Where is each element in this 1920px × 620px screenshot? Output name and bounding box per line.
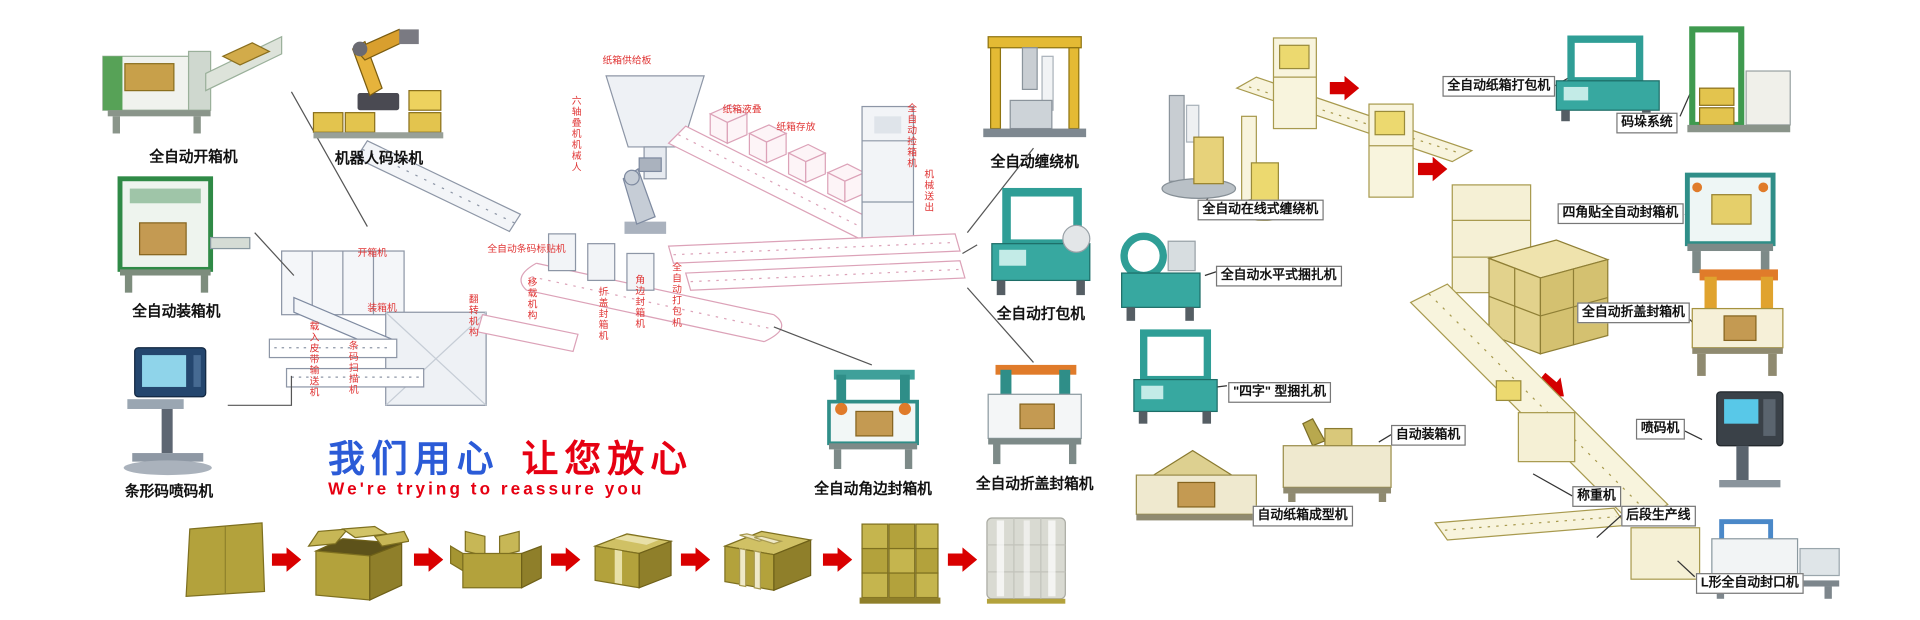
label-horizontal-strapper: 全自动水平式捆扎机	[1215, 265, 1342, 287]
carton-blank-icon	[184, 518, 267, 601]
horizontal-strapper-image	[1120, 232, 1201, 321]
machine-carton-opener: 全自动开箱机	[96, 15, 292, 167]
flow-arrow-icon	[1537, 372, 1564, 397]
inkjet-printer-image	[1716, 391, 1784, 488]
carton-palletized-icon	[857, 514, 943, 605]
corner-sealer-image	[827, 369, 919, 469]
diagram-label: 全自动打包机	[671, 262, 683, 329]
process-arrow-icon	[947, 547, 978, 572]
diagram-label: 开箱机	[357, 247, 387, 259]
diagram-label: 全自动捡箱机	[906, 102, 918, 169]
machine-online-wrapper	[1157, 88, 1240, 201]
machine-inkjet-printer	[1700, 382, 1800, 495]
process-arrow-icon	[413, 547, 444, 572]
diagram-label: 翻转机构	[468, 293, 480, 338]
machine-palletizing-system	[1675, 22, 1797, 138]
label-l-sealer: L形全自动封口机	[1695, 573, 1804, 594]
carton-strapped-icon	[715, 524, 818, 595]
label-four-corner-sealer: 四角贴全自动封箱机	[1557, 203, 1684, 225]
machine-label: 全自动打包机	[996, 304, 1085, 323]
four-type-strapper-image	[1133, 329, 1218, 424]
slogan-cn-red: 让您放心	[521, 439, 694, 481]
label-flap-sealer-2: 全自动折盖封箱机	[1577, 302, 1690, 324]
machine-label: 全自动折盖封箱机	[975, 475, 1094, 493]
label-four-type-strapper: "四字" 型捆扎机	[1228, 382, 1331, 403]
label-rear-production-line: 后段生产线	[1621, 505, 1696, 527]
machine-corner-sealer: 全自动角边封箱机	[812, 365, 934, 498]
machine-label: 全自动缠绕机	[990, 153, 1079, 171]
label-online-wrapper: 全自动在线式缠绕机	[1197, 199, 1324, 221]
case-packer-image	[117, 176, 251, 293]
flow-arrow-icon	[1329, 75, 1360, 101]
strapping-machine-image	[991, 187, 1091, 296]
pallet-wrapped-icon	[982, 513, 1070, 606]
carton-flaps-icon	[448, 524, 546, 595]
carton-opened-icon	[306, 514, 409, 605]
machine-robot-palletizer: 机器人码垛机	[309, 22, 450, 168]
process-arrow-icon	[551, 547, 581, 572]
machine-four-type-strapper	[1124, 326, 1228, 426]
center-packaging-line-diagram	[227, 75, 1034, 406]
label-carton-strapper: 全自动纸箱打包机	[1442, 75, 1556, 97]
diagram-label: 角边封箱机	[634, 274, 646, 330]
machine-auto-case-packer	[1276, 414, 1398, 503]
carton-process-sequence	[184, 504, 1071, 614]
carton-sealed-icon	[585, 527, 676, 593]
machine-label: 全自动角边封箱机	[814, 480, 932, 498]
diagram-label: 纸箱供给板	[602, 55, 652, 67]
online-wrapper-image	[1161, 94, 1237, 199]
machine-label: 全自动开箱机	[149, 148, 238, 166]
machine-label: 机器人码垛机	[334, 149, 424, 167]
flap-sealer-image	[987, 364, 1082, 465]
label-weigher: 称重机	[1572, 486, 1621, 507]
process-arrow-icon	[271, 547, 302, 572]
diagram-label: 纸箱存放	[776, 121, 816, 133]
machine-carton-strapper	[1547, 34, 1669, 122]
carton-strapper-image	[1555, 35, 1660, 122]
process-arrow-icon	[680, 547, 711, 572]
right-packaging-line-diagram	[1204, 37, 1703, 580]
machine-case-packer: 全自动装箱机	[98, 169, 255, 321]
diagram-label: 条码扫描机	[348, 340, 360, 396]
robot-palletizer-image	[312, 28, 444, 139]
machine-horizontal-strapper	[1112, 224, 1210, 324]
label-palletizing-system: 码垛系统	[1616, 112, 1678, 134]
machine-label: 全自动装箱机	[132, 302, 221, 320]
machine-four-corner-sealer	[1675, 163, 1791, 279]
machine-strapping: 全自动打包机	[980, 187, 1102, 323]
flow-arrow-icon	[1417, 156, 1448, 182]
label-carton-former: 自动纸箱成型机	[1252, 505, 1353, 527]
label-auto-case-packer: 自动装箱机	[1391, 424, 1466, 446]
diagram-label: 全自动条码标贴机	[487, 243, 566, 255]
slogan: 我们用心 让您放心	[328, 429, 693, 483]
carton-former-image	[1135, 449, 1257, 521]
diagram-label: 装箱机	[367, 302, 397, 314]
diagram-label: 纸箱液叠	[722, 104, 762, 116]
carton-opener-image	[102, 35, 283, 134]
label-inkjet-printer: 喷码机	[1635, 418, 1685, 440]
diagram-label: 折盖封箱机	[598, 286, 610, 342]
machine-flap-sealer: 全自动折盖封箱机	[973, 362, 1095, 493]
machine-wrapping: 全自动缠绕机	[973, 22, 1095, 171]
diagram-label: 移载机构	[527, 276, 539, 321]
flap-sealer-2-image	[1691, 269, 1784, 376]
slogan-cn-blue: 我们用心	[328, 439, 500, 481]
auto-case-packer-image	[1282, 417, 1392, 503]
process-arrow-icon	[822, 547, 853, 572]
slogan-english: We're trying to reassure you	[328, 478, 645, 499]
diagram-label: 载入皮带输送机	[309, 320, 321, 398]
wrapping-machine-image	[983, 36, 1087, 138]
diagram-label: 机械送出	[923, 168, 935, 214]
machine-flap-sealer-2	[1680, 267, 1796, 383]
machine-label: 条形码喷码机	[124, 482, 214, 500]
diagram-label: 六轴叠机机械人	[571, 95, 583, 173]
barcode-printer-image	[123, 347, 212, 476]
machine-carton-former	[1129, 438, 1264, 536]
four-corner-sealer-image	[1684, 172, 1776, 274]
palletizing-system-image	[1687, 26, 1791, 133]
machine-barcode-printer: 条形码喷码机	[108, 340, 230, 500]
